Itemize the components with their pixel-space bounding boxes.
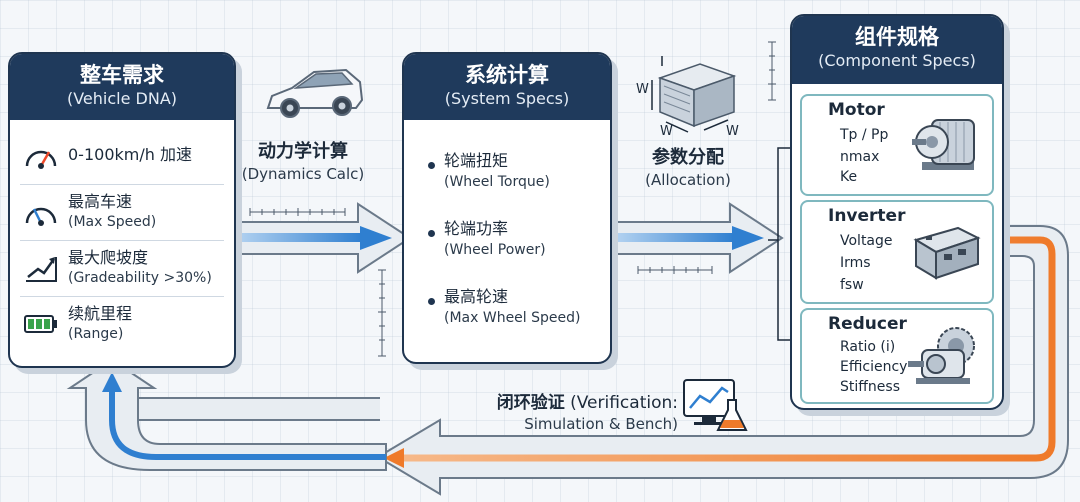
inverter-param: Voltage bbox=[840, 233, 893, 249]
allocation-en: (Allocation) bbox=[645, 171, 731, 189]
allocation-cube-icon bbox=[651, 56, 737, 133]
car-icon bbox=[266, 68, 364, 118]
reducer-param: Ratio (i) bbox=[840, 339, 896, 355]
arrow-vehicle-to-system bbox=[228, 202, 412, 274]
vehicle-item-en: (Range) bbox=[68, 326, 124, 342]
bullet bbox=[428, 162, 435, 169]
vehicle-title-en: (Vehicle DNA) bbox=[66, 89, 178, 108]
dynamics-zh: 动力学计算 bbox=[258, 141, 348, 162]
reducer-param: Stiffness bbox=[840, 379, 900, 395]
vehicle-dna-card: 整车需求 (Vehicle DNA) 0-100km/h 加速 最高车速 (Ma… bbox=[8, 52, 236, 368]
verification-label: 闭环验证 (Verification: Simulation & Bench) bbox=[400, 392, 678, 434]
component-specs-card: 组件规格 (Component Specs) Motor Tp / Pp nma… bbox=[790, 14, 1004, 410]
inverter-title: Inverter bbox=[828, 206, 906, 226]
dynamics-en: (Dynamics Calc) bbox=[241, 165, 365, 183]
system-item-max-wheel-speed: 最高轮速 (Max Wheel Speed) bbox=[444, 286, 581, 328]
verification-en2: Simulation & Bench) bbox=[524, 415, 678, 433]
component-title-zh: 组件规格 bbox=[855, 25, 939, 49]
divider bbox=[20, 184, 224, 185]
bullet bbox=[428, 298, 435, 305]
reducer-title: Reducer bbox=[828, 314, 907, 334]
system-item-en: (Max Wheel Speed) bbox=[444, 310, 581, 326]
battery-icon bbox=[24, 315, 57, 333]
reducer-box: Reducer Ratio (i) Efficiency Stiffness bbox=[800, 308, 994, 404]
dimension-label: W bbox=[660, 124, 673, 139]
vehicle-item-acceleration: 0-100km/h 加速 bbox=[22, 138, 222, 172]
system-item-zh: 最高轮速 bbox=[444, 287, 509, 306]
vehicle-item-en: (Max Speed) bbox=[68, 214, 157, 230]
divider bbox=[20, 240, 224, 241]
vehicle-item-zh: 最大爬坡度 bbox=[68, 248, 149, 267]
gauge-icon bbox=[25, 207, 57, 226]
ruler-decorations bbox=[249, 41, 776, 357]
motor-title: Motor bbox=[828, 100, 885, 120]
inverter-icon bbox=[913, 226, 981, 280]
vehicle-item-zh: 最高车速 bbox=[68, 192, 133, 211]
system-item-wheel-power: 轮端功率 (Wheel Power) bbox=[444, 218, 546, 260]
vehicle-title-zh: 整车需求 bbox=[80, 63, 164, 87]
slope-icon bbox=[26, 257, 57, 282]
speedometer-icon bbox=[25, 150, 57, 169]
inverter-param: Irms bbox=[840, 255, 871, 271]
divider bbox=[20, 296, 224, 297]
vehicle-item-zh: 续航里程 bbox=[68, 304, 133, 323]
system-item-en: (Wheel Power) bbox=[444, 242, 546, 258]
motor-param: Tp / Pp bbox=[840, 127, 889, 143]
dimension-label: W bbox=[726, 124, 739, 139]
motor-param: nmax bbox=[840, 149, 880, 165]
vehicle-item-range: 续航里程 (Range) bbox=[22, 304, 222, 344]
system-item-en: (Wheel Torque) bbox=[444, 174, 550, 190]
vehicle-item-en: (Gradeability >30%) bbox=[68, 270, 212, 286]
system-title-zh: 系统计算 bbox=[465, 63, 549, 87]
motor-param: Ke bbox=[840, 169, 858, 185]
component-title-en: (Component Specs) bbox=[818, 51, 976, 70]
allocation-zh: 参数分配 bbox=[652, 147, 724, 168]
vehicle-item-max-speed: 最高车速 (Max Speed) bbox=[22, 192, 222, 232]
system-specs-card: 系统计算 (System Specs) 轮端扭矩 (Wheel Torque) … bbox=[402, 52, 612, 364]
reducer-gear-icon bbox=[908, 327, 975, 384]
return-loop-arrow bbox=[66, 225, 1069, 496]
allocation-label: 参数分配 (Allocation) bbox=[628, 146, 748, 190]
motor-box: Motor Tp / Pp nmax Ke bbox=[800, 94, 994, 196]
dimension-label: W bbox=[636, 82, 649, 97]
vehicle-item-gradeability: 最大爬坡度 (Gradeability >30%) bbox=[22, 248, 222, 288]
verification-zh: 闭环验证 bbox=[496, 393, 565, 413]
monitor-chart-icon bbox=[683, 379, 748, 431]
verification-en1: (Verification: bbox=[570, 393, 678, 413]
dynamics-calc-label: 动力学计算 (Dynamics Calc) bbox=[238, 140, 368, 184]
system-item-wheel-torque: 轮端扭矩 (Wheel Torque) bbox=[444, 150, 550, 192]
bullet bbox=[428, 230, 435, 237]
reducer-param: Efficiency bbox=[840, 359, 908, 375]
vehicle-item-zh: 0-100km/h 加速 bbox=[68, 145, 192, 164]
system-item-zh: 轮端功率 bbox=[444, 219, 509, 238]
arrow-system-to-component bbox=[608, 202, 784, 274]
motor-icon bbox=[912, 119, 975, 170]
system-title-en: (System Specs) bbox=[444, 89, 570, 108]
inverter-param: fsw bbox=[840, 277, 864, 293]
inverter-box: Inverter Voltage Irms fsw bbox=[800, 200, 994, 304]
system-item-zh: 轮端扭矩 bbox=[444, 151, 509, 170]
